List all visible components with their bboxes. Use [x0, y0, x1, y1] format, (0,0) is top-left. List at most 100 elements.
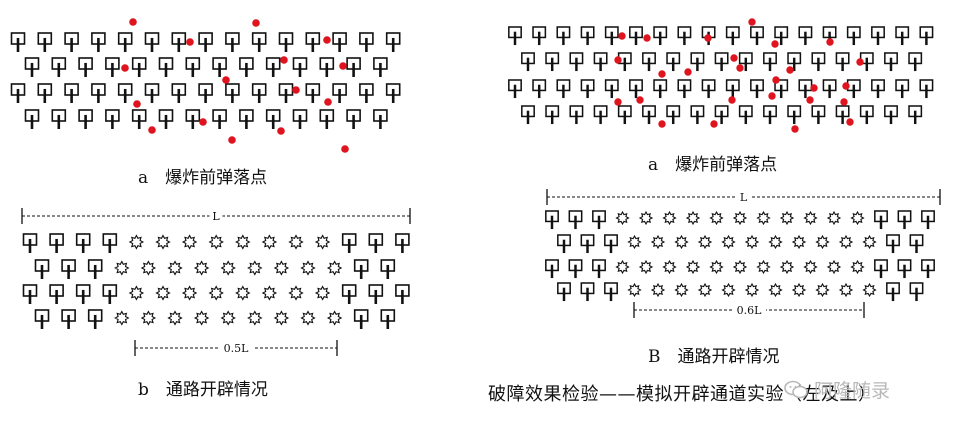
stake-icon — [593, 105, 608, 125]
stake-icon — [859, 52, 874, 72]
stake-icon — [37, 83, 53, 103]
stake-icon — [10, 83, 26, 103]
star-burst-icon — [181, 285, 198, 301]
stake-icon — [91, 32, 106, 52]
impact-point — [786, 66, 794, 74]
star-burst-icon — [862, 282, 877, 298]
left-caption-a: a 爆炸前弹落点 — [138, 168, 268, 188]
impact-point — [771, 40, 779, 48]
star-burst-icon — [662, 210, 677, 226]
star-burst-icon — [662, 259, 677, 275]
impact-point — [228, 136, 236, 144]
stake-icon — [690, 52, 705, 72]
stake-icon — [642, 105, 656, 125]
star-burst-icon — [721, 234, 736, 250]
stake-icon — [34, 259, 50, 279]
stake-icon — [909, 282, 924, 302]
stake-icon — [835, 52, 850, 72]
star-burst-icon — [326, 260, 343, 276]
star-burst-icon — [685, 259, 701, 275]
stake-icon — [144, 32, 160, 52]
star-burst-icon — [674, 282, 689, 298]
impact-point — [129, 18, 137, 26]
stake-icon — [666, 52, 681, 72]
star-burst-icon — [709, 259, 724, 275]
stake-icon — [319, 57, 335, 77]
stake-icon — [859, 105, 874, 125]
stake-icon — [580, 234, 595, 254]
stake-icon — [185, 57, 201, 77]
stake-icon — [568, 210, 583, 230]
star-burst-icon — [314, 234, 331, 250]
stake-icon — [239, 109, 254, 129]
star-burst-icon — [744, 234, 760, 250]
stake-icon — [787, 105, 802, 125]
stake-icon — [580, 26, 595, 46]
star-burst-icon — [261, 285, 278, 301]
stake-icon — [897, 210, 912, 230]
full-width-dimension: L — [546, 189, 941, 205]
stake-icon — [87, 259, 103, 279]
stake-icon — [278, 32, 294, 52]
star-burst-icon — [261, 234, 278, 250]
stake-icon — [78, 57, 93, 77]
stake-icon — [774, 26, 789, 46]
right-caption-a: a 爆炸前弹落点 — [648, 155, 778, 175]
stake-icon — [305, 83, 321, 103]
stake-icon — [49, 233, 64, 253]
star-burst-icon — [114, 260, 130, 276]
impact-point — [341, 145, 349, 153]
star-burst-icon — [803, 259, 818, 275]
stake-icon — [265, 57, 281, 77]
stake-icon — [919, 26, 934, 46]
stake-icon — [774, 79, 789, 99]
star-burst-icon — [815, 282, 830, 298]
stake-icon — [921, 210, 935, 230]
impact-point — [728, 96, 736, 104]
stake-icon — [846, 26, 861, 46]
stake-icon — [798, 79, 813, 99]
stake-icon — [64, 32, 79, 52]
watermark-text: 阿隆随录 — [814, 380, 891, 402]
impact-point — [324, 98, 332, 106]
stake-icon — [545, 105, 560, 125]
stake-icon — [532, 79, 547, 99]
impact-point — [133, 100, 141, 108]
stake-icon — [265, 109, 281, 129]
star-burst-icon — [615, 210, 630, 226]
stake-icon — [78, 109, 93, 129]
impact-point — [614, 98, 622, 106]
stake-icon — [239, 57, 254, 77]
stake-icon — [102, 284, 118, 304]
stake-icon — [874, 210, 888, 230]
stake-icon — [359, 83, 374, 103]
star-burst-icon — [220, 260, 236, 276]
stake-icon — [521, 105, 535, 125]
impact-point — [643, 34, 651, 42]
star-burst-icon — [627, 282, 642, 298]
impact-point — [280, 56, 288, 64]
stake-icon — [677, 26, 692, 46]
stake-icon — [353, 259, 369, 279]
stake-icon — [592, 210, 606, 230]
impact-point — [277, 127, 285, 135]
impact-point — [292, 86, 300, 94]
star-burst-icon — [247, 310, 263, 326]
impact-point — [339, 62, 347, 70]
stake-icon — [714, 105, 729, 125]
stake-icon — [629, 79, 643, 99]
impact-point — [846, 118, 854, 126]
star-burst-icon — [167, 310, 183, 326]
stake-icon — [117, 83, 133, 103]
left-impact-diagram — [10, 18, 401, 153]
impact-point — [704, 34, 712, 42]
stake-icon — [604, 79, 619, 99]
stake-icon — [346, 109, 361, 129]
star-burst-icon — [838, 282, 854, 298]
star-burst-icon — [326, 310, 343, 326]
stake-icon — [569, 105, 584, 125]
impact-point — [614, 56, 622, 64]
impact-point — [748, 18, 756, 26]
stake-icon — [884, 105, 898, 125]
stake-icon — [34, 309, 50, 329]
